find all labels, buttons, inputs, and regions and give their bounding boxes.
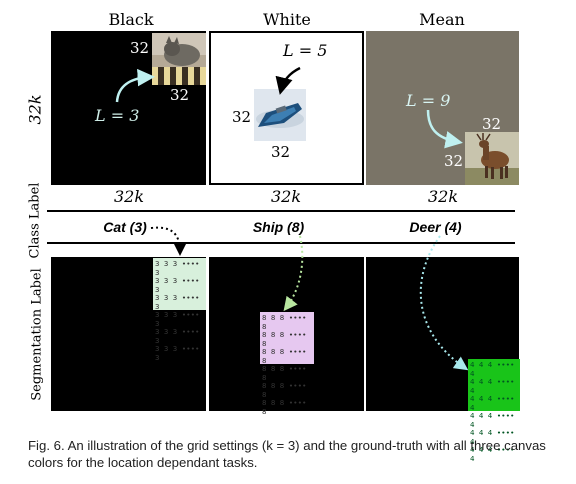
mask-row: 4 4 4 •••• 4 xyxy=(470,411,515,429)
canvas-white xyxy=(209,31,364,185)
mask-row: 3 3 3 •••• 3 xyxy=(155,344,200,362)
ship-placement-arrow xyxy=(275,66,301,95)
mask-row: 8 8 8 •••• 8 xyxy=(262,330,307,348)
ship-thumb-height: 32 xyxy=(232,108,252,126)
ship-location-label: L = 5 xyxy=(283,41,328,60)
mask-row: 8 8 8 •••• 8 xyxy=(262,364,307,382)
cat-location-label: L = 3 xyxy=(95,106,140,125)
canvas-mean xyxy=(366,31,519,185)
deer-thumb-height: 32 xyxy=(444,152,464,170)
mask-row: 3 3 3 •••• 3 xyxy=(155,293,200,311)
cat-thumb-height: 32 xyxy=(130,39,150,57)
column-title-black: Black xyxy=(108,10,154,29)
width-label-black: 32k xyxy=(113,187,145,206)
cat-thumb-width: 32 xyxy=(170,86,190,104)
class-band-top-rule xyxy=(47,210,515,212)
deer-location-label: L = 9 xyxy=(406,91,451,110)
class-band-bottom-rule xyxy=(47,242,515,244)
mask-row: 8 8 8 •••• 8 xyxy=(262,398,307,416)
mask-row: 8 8 8 •••• 8 xyxy=(262,313,307,331)
mask-row: 4 4 4 •••• 4 xyxy=(470,377,515,395)
class-label-deer: Deer (4) xyxy=(409,219,462,235)
deer-thumb-width: 32 xyxy=(482,115,502,133)
mask-row: 3 3 3 •••• 3 xyxy=(155,259,200,277)
column-title-mean: Mean xyxy=(419,10,465,29)
column-title-white: White xyxy=(263,10,311,29)
mask-row: 3 3 3 •••• 3 xyxy=(155,327,200,345)
mask-row: 4 4 4 •••• 4 xyxy=(470,360,515,378)
class-label-cat: Cat (3) xyxy=(103,219,147,235)
deer-placement-arrow xyxy=(426,109,463,149)
width-label-white: 32k xyxy=(270,187,302,206)
cat-segmentation-arrow xyxy=(150,226,187,256)
width-label-mean: 32k xyxy=(427,187,459,206)
deer-thumbnail xyxy=(465,132,519,185)
mask-row: 8 8 8 •••• 8 xyxy=(262,381,307,399)
class-label-ship: Ship (8) xyxy=(252,219,305,235)
figure-caption: Fig. 6. An illustration of the grid sett… xyxy=(28,438,546,470)
mask-row: 8 8 8 •••• 8 xyxy=(262,347,307,365)
mask-row: 4 4 4 •••• 4 xyxy=(470,428,515,446)
ship-thumb-width: 32 xyxy=(271,143,291,161)
ship-thumbnail xyxy=(254,89,306,141)
deer-segmentation-arrow xyxy=(419,235,469,371)
mask-row: 4 4 4 •••• 4 xyxy=(470,445,515,463)
ship-segmentation-arrow xyxy=(283,235,304,312)
mask-row: 4 4 4 •••• 4 xyxy=(470,394,515,412)
mask-row: 3 3 3 •••• 3 xyxy=(155,310,200,328)
cat-thumbnail xyxy=(152,33,206,85)
mask-row: 3 3 3 •••• 3 xyxy=(155,276,200,294)
cat-placement-arrow xyxy=(115,68,155,103)
canvas-black xyxy=(51,31,206,185)
